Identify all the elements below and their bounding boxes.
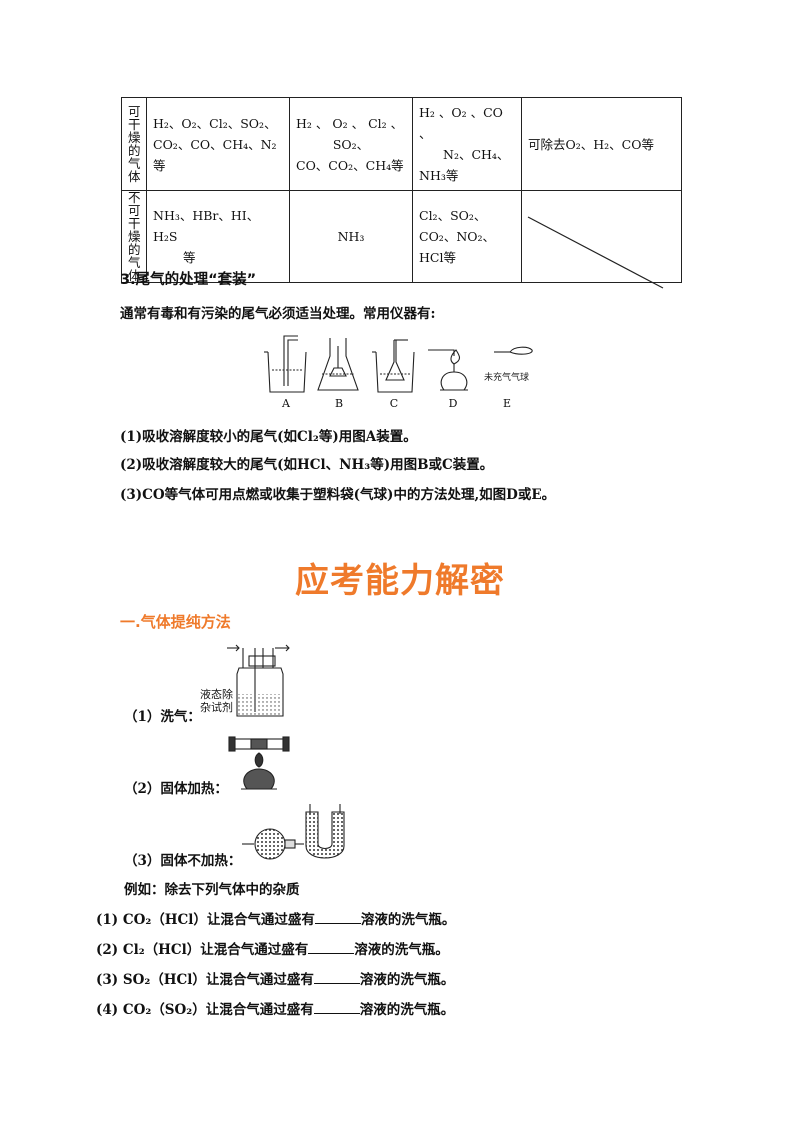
answer-blank[interactable] xyxy=(308,941,355,954)
diagonal-slash-line xyxy=(527,216,664,289)
section1-title: 一.气体提纯方法 xyxy=(120,613,231,631)
method-washing: （1）洗气： xyxy=(124,709,201,725)
bottle-label: 液态除杂试剂 xyxy=(200,688,233,714)
cell-dryable-c4: 可除去O₂、H₂、CO等 xyxy=(521,97,682,191)
figure-label-d: D xyxy=(448,397,458,410)
figure-label-b: B xyxy=(334,397,344,410)
gas-washing-bottle-figure xyxy=(227,644,290,717)
section3-item-1: (1)吸收溶解度较小的尾气(如Cl₂等)用图A装置。 xyxy=(120,429,417,445)
figure-label-c: C xyxy=(389,397,399,410)
solid-heating-figure xyxy=(228,736,290,790)
section3-item-3: (3)CO等气体可用点燃或收集于塑料袋(气球)中的方法处理,如图D或E。 xyxy=(120,487,556,503)
cell-dryable-c2: H₂ 、 O₂ 、 Cl₂ 、SO₂、CO、CO₂、CH₄等 xyxy=(289,97,413,191)
figure-label-e: E xyxy=(502,397,512,410)
example-item: (1) CO₂（HCl）让混合气通过盛有溶液的洗气瓶。 xyxy=(96,911,456,928)
cell-notdry-c2: NH₃ xyxy=(289,190,413,283)
example-intro: 例如：除去下列气体中的杂质 xyxy=(124,882,300,898)
cell-notdry-c3: Cl₂、SO₂、CO₂、NO₂、HCl等 xyxy=(412,190,522,283)
balloon-label: 未充气气球 xyxy=(484,371,529,383)
drying-table: 可干燥的气体 H₂、O₂、Cl₂、SO₂、CO₂、CO、CH₄、N₂等 H₂ 、… xyxy=(121,97,682,283)
example-item: (4) CO₂（SO₂）让混合气通过盛有溶液的洗气瓶。 xyxy=(96,1001,455,1018)
answer-blank[interactable] xyxy=(314,911,361,924)
solid-no-heat-figure xyxy=(242,804,345,860)
section3-item-2: (2)吸收溶解度较大的尾气(如HCl、NH₃等)用图B或C装置。 xyxy=(120,457,494,473)
answer-blank[interactable] xyxy=(313,1001,360,1014)
tail-gas-apparatus-figure: 未充气气球 xyxy=(264,335,533,393)
example-item: (2) Cl₂（HCl）让混合气通过盛有溶液的洗气瓶。 xyxy=(96,941,449,958)
cell-dryable-c1: H₂、O₂、Cl₂、SO₂、CO₂、CO、CH₄、N₂等 xyxy=(146,97,290,191)
method-solid-no-heating: （3）固体不加热： xyxy=(124,853,242,869)
section3-title: 3.尾气的处理“套装” xyxy=(120,272,257,288)
figure-label-a: A xyxy=(282,397,290,410)
answer-blank[interactable] xyxy=(313,971,360,984)
section3-intro: 通常有毒和有污染的尾气必须适当处理。常用仪器有: xyxy=(120,306,436,322)
row-header-dryable: 可干燥的气体 xyxy=(121,97,147,191)
method-solid-heating: （2）固体加热： xyxy=(124,781,228,797)
cell-dryable-c3: H₂ 、O₂ 、CO 、N₂、CH₄、NH₃等 xyxy=(412,97,522,191)
cell-notdry-c4-empty xyxy=(521,190,682,283)
banner-title: 应考能力解密 xyxy=(295,561,505,601)
example-item: (3) SO₂（HCl）让混合气通过盛有溶液的洗气瓶。 xyxy=(96,971,455,988)
table-row: 可干燥的气体 H₂、O₂、Cl₂、SO₂、CO₂、CO、CH₄、N₂等 H₂ 、… xyxy=(121,97,682,191)
